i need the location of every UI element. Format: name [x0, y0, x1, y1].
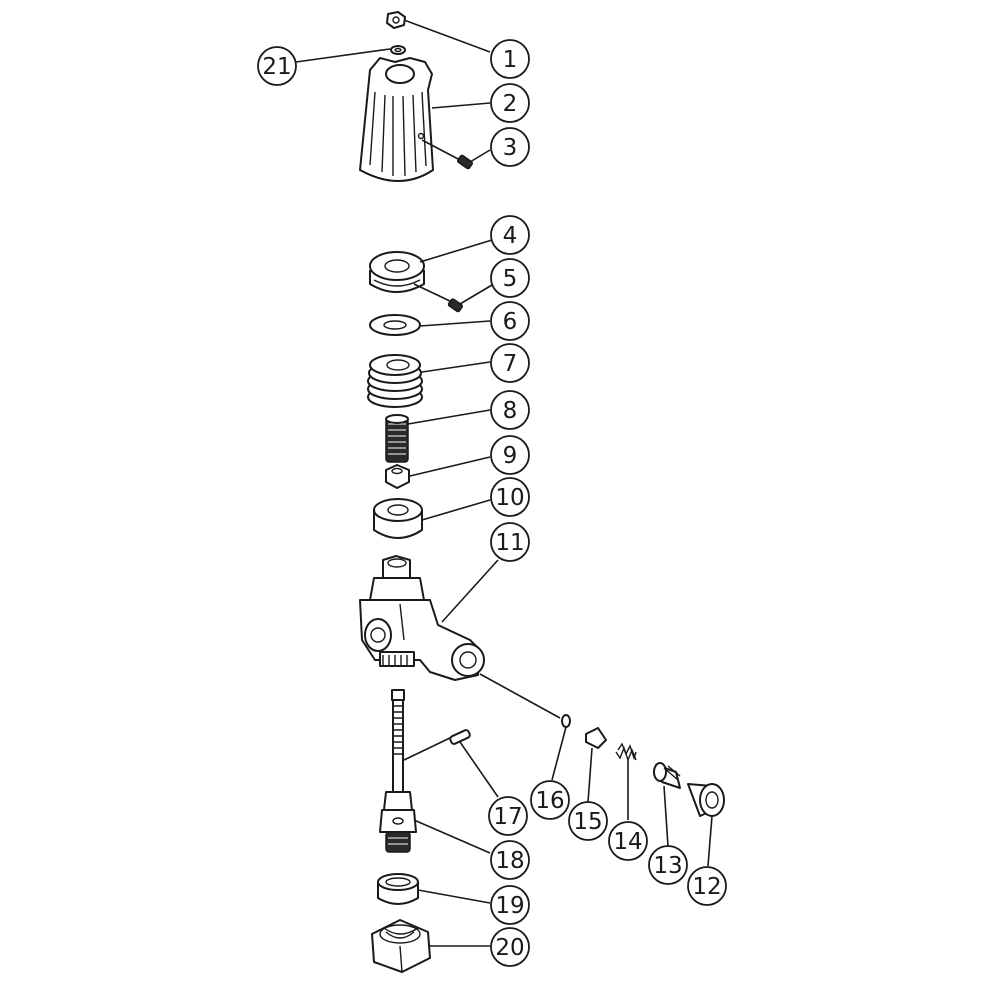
leader-18: [413, 819, 491, 854]
callout-label-14: 14: [613, 829, 642, 855]
callout-label-20: 20: [495, 935, 524, 961]
leader-4: [419, 239, 493, 263]
leader-15: [587, 747, 593, 803]
callout-17: 17: [488, 796, 528, 836]
callout-9: 9: [490, 435, 530, 475]
callout-1: 1: [490, 39, 530, 79]
part-15-poppet: [585, 727, 607, 749]
callout-label-5: 5: [503, 266, 518, 292]
callout-16: 16: [530, 780, 570, 820]
callout-label-10: 10: [495, 485, 524, 511]
part-1-nut: [386, 11, 406, 29]
callout-18: 18: [490, 840, 530, 880]
part-9-hex-nut: [385, 464, 410, 489]
part-10-spacer-cup: [373, 498, 423, 539]
part-14-small-spring: [615, 742, 637, 763]
callout-label-3: 3: [503, 135, 518, 161]
leader-lines: [295, 19, 713, 947]
callout-15: 15: [568, 801, 608, 841]
leader-8: [407, 409, 491, 425]
leader-12: [707, 815, 713, 867]
leader-2: [431, 102, 491, 109]
callout-13: 13: [648, 845, 688, 885]
callout-8: 8: [490, 390, 530, 430]
part-12-end-cap: [687, 783, 725, 817]
callout-3: 3: [490, 127, 530, 167]
leader-9: [409, 456, 491, 477]
part-17-pin: [449, 729, 471, 745]
callout-label-19: 19: [495, 893, 524, 919]
callout-label-21: 21: [262, 54, 291, 80]
callout-label-18: 18: [495, 848, 524, 874]
callout-label-13: 13: [653, 853, 682, 879]
callout-20: 20: [490, 927, 530, 967]
callout-label-6: 6: [503, 309, 518, 335]
leader-19: [417, 889, 491, 904]
leader-10: [421, 499, 491, 521]
leader-13: [663, 785, 669, 847]
callout-label-9: 9: [503, 443, 518, 469]
callout-21: 21: [257, 46, 297, 86]
callout-14: 14: [608, 821, 648, 861]
leader-3b: [469, 149, 491, 163]
part-21-washer: [390, 45, 406, 55]
callout-label-15: 15: [573, 809, 602, 835]
callout-label-12: 12: [692, 874, 721, 900]
part-4-flanged-bushing: [369, 251, 425, 293]
leader-7: [421, 361, 491, 373]
callout-4: 4: [490, 215, 530, 255]
leader-5b: [459, 284, 493, 305]
callout-label-8: 8: [503, 398, 518, 424]
leader-16a: [479, 673, 561, 719]
callout-label-16: 16: [535, 788, 564, 814]
callout-10: 10: [490, 477, 530, 517]
callout-label-4: 4: [503, 223, 518, 249]
part-16-o-ring: [561, 714, 571, 728]
callout-label-2: 2: [503, 91, 518, 117]
leader-3: [421, 139, 461, 161]
leader-16b: [551, 726, 567, 781]
part-7-spring: [367, 354, 423, 408]
part-19-sleeve: [377, 873, 419, 905]
part-11-valve-body: [359, 555, 485, 681]
part-2-knob: [359, 57, 434, 182]
callout-19: 19: [490, 885, 530, 925]
leader-1: [403, 19, 491, 53]
part-18-valve-stem: [379, 689, 417, 853]
leader-17a: [403, 736, 453, 761]
callout-11: 11: [490, 522, 530, 562]
callout-label-7: 7: [503, 351, 518, 377]
callout-6: 6: [490, 301, 530, 341]
leader-21: [295, 48, 391, 63]
part-8-threaded-stud: [385, 414, 409, 463]
callout-12: 12: [687, 866, 727, 906]
leader-11: [441, 559, 499, 623]
leader-17b: [459, 741, 499, 798]
part-20-hex-fitting: [371, 919, 431, 973]
leader-6: [419, 320, 491, 327]
part-13-cage: [653, 762, 681, 789]
callout-2: 2: [490, 83, 530, 123]
leader-5a: [413, 283, 453, 303]
callout-label-1: 1: [503, 47, 518, 73]
part-6-flat-washer: [369, 314, 421, 336]
part-3-set-screw: [457, 154, 473, 170]
callout-label-17: 17: [493, 804, 522, 830]
callout-7: 7: [490, 343, 530, 383]
callout-5: 5: [490, 258, 530, 298]
callout-label-11: 11: [495, 530, 524, 556]
